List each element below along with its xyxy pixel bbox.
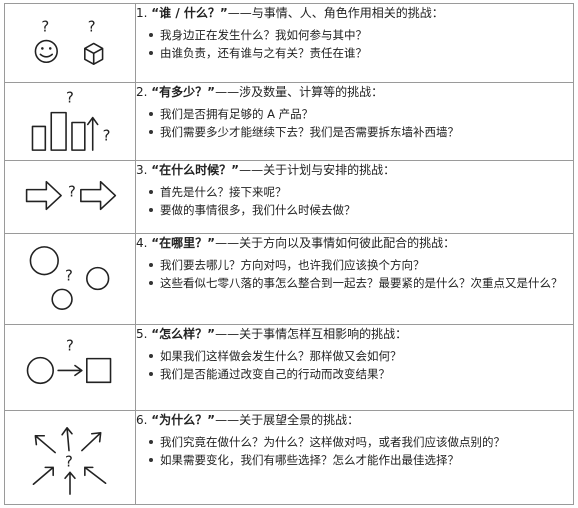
icon-cell: ? ? [4,3,136,83]
question-mark: ? [66,338,74,355]
bullet-item: 我们需要多少才能继续下去？我们是否需要拆东墙补西墙？ [136,123,573,141]
row-why: ? 6. “为什么？”——关于展望全景的挑战： 我们究竟在做什么？为什么？这样做… [4,410,574,505]
question-mark: ? [66,90,74,107]
three-circles-icon: ? [29,246,110,310]
icon-cell: ? [4,410,136,505]
row-when: ? 3. “在什么时候？”——关于计划与安排的挑战： 首先是什么？接下来呢？ 要… [4,160,574,234]
row-how-many: ? ? 2. “有多少？”——涉及数量、计算等的挑战： 我们是否拥有足够的 A … [4,82,574,161]
six-questions-table: ? ? 1. “谁 / 什么？”——与事情、人、角色作用相关的挑战： 我身边正在… [4,3,574,505]
icon-cell: ? [4,160,136,234]
row-heading: 2. “有多少？”——涉及数量、计算等的挑战： [136,85,384,99]
row-who-what: ? ? 1. “谁 / 什么？”——与事情、人、角色作用相关的挑战： 我身边正在… [4,3,574,83]
question-mark: ? [88,19,96,36]
bullet-item: 如果需要变化，我们有哪些选择？怎么才能作出最佳选择？ [136,451,573,469]
text-cell: 1. “谁 / 什么？”——与事情、人、角色作用相关的挑战： 我身边正在发生什么… [135,3,574,83]
bullet-item: 我们要去哪儿？方向对吗，也许我们应该换个方向？ [136,256,573,274]
bullet-item: 这些看似七零八落的事怎么整合到一起去？最要紧的是什么？次重点又是什么？ [136,274,573,292]
bullet-item: 首先是什么？接下来呢？ [136,183,573,201]
question-mark: ? [65,453,73,470]
bullet-list: 我们究竟在做什么？为什么？这样做对吗，或者我们应该做点别的？ 如果需要变化，我们… [136,433,573,469]
text-cell: 5. “怎么样？”——关于事情怎样互相影响的挑战： 如果我们这样做会发生什么？那… [135,324,574,411]
bullet-item: 我们是否拥有足够的 A 产品？ [136,105,573,123]
bullet-list: 我身边正在发生什么？我如何参与其中？ 由谁负责，还有谁与之有关？责任在谁？ [136,26,573,62]
question-mark: ? [68,184,76,201]
row-where: ? 4. “在哪里？”——关于方向以及事情如何彼此配合的挑战： 我们要去哪儿？方… [4,233,574,325]
text-cell: 3. “在什么时候？”——关于计划与安排的挑战： 首先是什么？接下来呢？ 要做的… [135,160,574,234]
icon-cell: ? ? [4,82,136,161]
bullet-item: 由谁负责，还有谁与之有关？责任在谁？ [136,44,573,62]
bullet-item: 我们究竟在做什么？为什么？这样做对吗，或者我们应该做点别的？ [136,433,573,451]
text-cell: 4. “在哪里？”——关于方向以及事情如何彼此配合的挑战： 我们要去哪儿？方向对… [135,233,574,325]
row-heading: 6. “为什么？”——关于展望全景的挑战： [136,413,360,427]
bullet-item: 我身边正在发生什么？我如何参与其中？ [136,26,573,44]
icon-cell: ? [4,233,136,325]
question-mark: ? [41,19,49,36]
row-heading: 5. “怎么样？”——关于事情怎样互相影响的挑战： [136,327,408,341]
bullet-item: 要做的事情很多，我们什么时候去做？ [136,201,573,219]
question-mark: ? [65,267,73,284]
bullet-list: 我们要去哪儿？方向对吗，也许我们应该换个方向？ 这些看似七零八落的事怎么整合到一… [136,256,573,292]
icon-cell: ? [4,324,136,411]
bars-and-arrow-icon: ? ? [31,90,111,151]
row-heading: 4. “在哪里？”——关于方向以及事情如何彼此配合的挑战： [136,236,456,250]
row-how: ? 5. “怎么样？”——关于事情怎样互相影响的挑战： 如果我们这样做会发生什么… [4,324,574,411]
bullet-list: 首先是什么？接下来呢？ 要做的事情很多，我们什么时候去做？ [136,183,573,219]
text-cell: 6. “为什么？”——关于展望全景的挑战： 我们究竟在做什么？为什么？这样做对吗… [135,410,574,505]
question-mark: ? [103,127,111,144]
bullet-item: 我们是否能通过改变自己的行动而改变结果？ [136,365,573,383]
converging-arrows-icon: ? [32,427,107,495]
bullet-list: 如果我们这样做会发生什么？那样做又会如何？ 我们是否能通过改变自己的行动而改变结… [136,347,573,383]
row-heading: 3. “在什么时候？”——关于计划与安排的挑战： [136,163,396,177]
circle-to-square-icon: ? [26,338,112,385]
bullet-list: 我们是否拥有足够的 A 产品？ 我们需要多少才能继续下去？我们是否需要拆东墙补西… [136,105,573,141]
arrow-to-arrow-icon: ? [25,180,117,211]
bullet-item: 如果我们这样做会发生什么？那样做又会如何？ [136,347,573,365]
row-heading: 1. “谁 / 什么？”——与事情、人、角色作用相关的挑战： [136,6,444,20]
face-and-cube-icon: ? ? [34,19,104,66]
text-cell: 2. “有多少？”——涉及数量、计算等的挑战： 我们是否拥有足够的 A 产品？ … [135,82,574,161]
